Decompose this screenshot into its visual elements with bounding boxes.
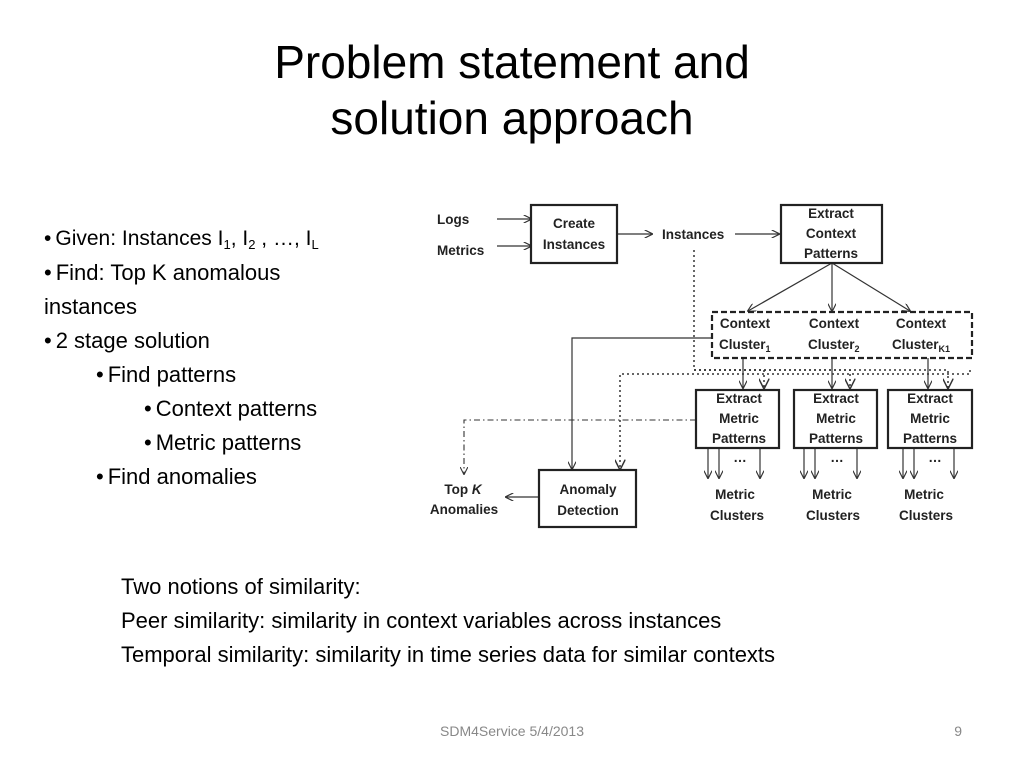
instances-dotted-line	[694, 369, 850, 388]
given-sub-2: 2	[248, 237, 256, 252]
bullet-list: •Given: Instances I1, I2 , …, IL •Find: …	[44, 222, 404, 494]
create-instances-label-2: Instances	[543, 237, 605, 252]
notes-line-1: Two notions of similarity:	[121, 574, 361, 599]
cluster-2-label: Cluster2	[808, 337, 860, 354]
find-text-line-1: Find: Top K anomalous	[55, 260, 281, 285]
context-cluster-k1-label: Context	[896, 316, 947, 331]
metric-patterns-text: Metric patterns	[155, 430, 302, 455]
context-fan-arrow	[748, 262, 833, 311]
cluster-k1-label: ClusterK1	[892, 337, 950, 354]
ellipsis-1: …	[733, 450, 747, 465]
metric-clusters-1-label-1: Metric	[715, 487, 755, 502]
extract-context-label-3: Patterns	[804, 246, 858, 261]
create-instances-box	[529, 203, 619, 265]
metrics-dotted-to-detection	[620, 370, 971, 469]
extract-metric-3-label-3: Patterns	[903, 431, 957, 446]
instances-dotted-line	[694, 369, 764, 388]
extract-metric-3-label-1: Extract	[907, 391, 953, 406]
extract-context-label-2: Context	[806, 226, 857, 241]
bullet-dot: •	[144, 430, 152, 455]
extract-context-label-1: Extract	[808, 206, 854, 221]
bullet-dot: •	[44, 260, 52, 285]
bullet-dot: •	[44, 328, 52, 353]
bullet-metric-patterns: •Metric patterns	[44, 426, 404, 460]
metric-clusters-3-label-1: Metric	[904, 487, 944, 502]
instances-label: Instances	[662, 227, 724, 242]
clusters-to-detection-arrow	[572, 337, 712, 469]
context-fan-arrow	[831, 262, 910, 311]
instances-dotted-line	[694, 369, 948, 388]
cluster-1-label: Cluster1	[719, 337, 771, 354]
context-cluster-1-label: Context	[720, 316, 771, 331]
extract-metric-box-3	[886, 388, 974, 450]
extract-metric-2-label-2: Metric	[816, 411, 856, 426]
similarity-notes: Two notions of similarity: Peer similari…	[121, 570, 775, 672]
ellipsis-2: …	[830, 450, 844, 465]
context-cluster-2-label: Context	[809, 316, 860, 331]
find-anomalies-text: Find anomalies	[107, 464, 257, 489]
extract-metric-2-label-3: Patterns	[809, 431, 863, 446]
given-mid-1: , I	[230, 227, 249, 250]
title-line-1: Problem statement and	[274, 36, 750, 88]
find-patterns-text: Find patterns	[107, 362, 237, 387]
slide-footer: SDM4Service 5/4/2013	[440, 723, 584, 739]
bullet-dot: •	[96, 464, 104, 489]
given-mid-2: , …, I	[255, 227, 312, 250]
slide-title: Problem statement and solution approach	[112, 34, 912, 146]
given-text: Given: Instances I	[55, 227, 224, 250]
metric-clusters-3-label-2: Clusters	[899, 508, 953, 523]
anomaly-detection-box	[537, 468, 638, 529]
extract-metric-3-label-2: Metric	[910, 411, 950, 426]
metric-clusters-2-label-2: Clusters	[806, 508, 860, 523]
metric-clusters-2-label-1: Metric	[812, 487, 852, 502]
metrics-label: Metrics	[437, 243, 484, 258]
extract-metric-1-label-2: Metric	[719, 411, 759, 426]
given-sub-1: 1	[223, 237, 231, 252]
extract-metric-box-2	[792, 388, 879, 450]
bullet-dot: •	[96, 362, 104, 387]
bullet-find-patterns: •Find patterns	[44, 358, 404, 392]
top-k-label-1: Top K	[444, 482, 483, 497]
page-number: 9	[954, 723, 962, 739]
two-stage-text: 2 stage solution	[55, 328, 210, 353]
extract-metric-box-1	[694, 388, 781, 450]
bullet-given: •Given: Instances I1, I2 , …, IL	[44, 222, 404, 256]
logs-label: Logs	[437, 212, 469, 227]
metric-cluster-arrows	[708, 448, 954, 478]
extract-metric-1-label-3: Patterns	[712, 431, 766, 446]
create-instances-label-1: Create	[553, 216, 596, 231]
anomaly-detection-label-2: Detection	[557, 503, 619, 518]
ellipsis-3: …	[928, 450, 942, 465]
title-line-2: solution approach	[330, 92, 694, 144]
bullet-find-continued: instances	[44, 294, 137, 319]
bullet-two-stage: •2 stage solution	[44, 324, 404, 358]
given-sub-3: L	[311, 237, 319, 252]
bullet-find-anomalies: •Find anomalies	[44, 460, 404, 494]
extract-metric-1-label-1: Extract	[716, 391, 762, 406]
notes-line-3: Temporal similarity: similarity in time …	[121, 642, 776, 667]
top-k-label-2: Anomalies	[430, 502, 498, 517]
bullet-dot: •	[144, 396, 152, 421]
extract-context-box	[779, 203, 884, 265]
notes-line-2: Peer similarity: similarity in context v…	[121, 608, 722, 633]
dashdot-to-topk	[464, 419, 696, 474]
anomaly-detection-label-1: Anomaly	[559, 482, 617, 497]
extract-metric-2-label-1: Extract	[813, 391, 859, 406]
metric-clusters-1-label-2: Clusters	[710, 508, 764, 523]
context-patterns-text: Context patterns	[155, 396, 318, 421]
bullet-dot: •	[44, 227, 52, 250]
context-clusters-box	[710, 310, 974, 360]
bullet-find: •Find: Top K anomalous	[44, 256, 404, 290]
bullet-context-patterns: •Context patterns	[44, 392, 404, 426]
